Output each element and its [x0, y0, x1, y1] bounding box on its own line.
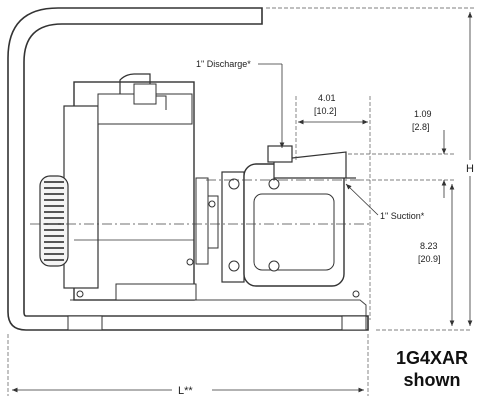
engine — [39, 73, 219, 301]
base-foot-right — [341, 315, 367, 331]
roll-cage-frame — [7, 7, 369, 331]
dim-209: [20.9] — [418, 254, 441, 264]
dim-length: L** — [178, 385, 193, 397]
suction-leader — [345, 183, 379, 216]
discharge-label: 1" Discharge* — [196, 59, 251, 69]
discharge-port — [267, 145, 293, 163]
suction-label: 1" Suction* — [380, 211, 425, 221]
dim-102: [10.2] — [314, 106, 337, 116]
dim-height: H — [466, 163, 474, 175]
cage-inner-edge — [26, 299, 367, 317]
pump-housing — [76, 145, 360, 298]
base-foot-left — [67, 315, 103, 331]
dim-28: [2.8] — [412, 122, 430, 132]
dim-109: 1.09 — [414, 109, 432, 119]
starter-grille — [39, 175, 69, 267]
model-name: 1G4XAR — [396, 348, 468, 368]
model-caption: shown — [404, 370, 461, 390]
dim-401: 4.01 — [318, 93, 336, 103]
dim-823: 8.23 — [420, 241, 438, 251]
